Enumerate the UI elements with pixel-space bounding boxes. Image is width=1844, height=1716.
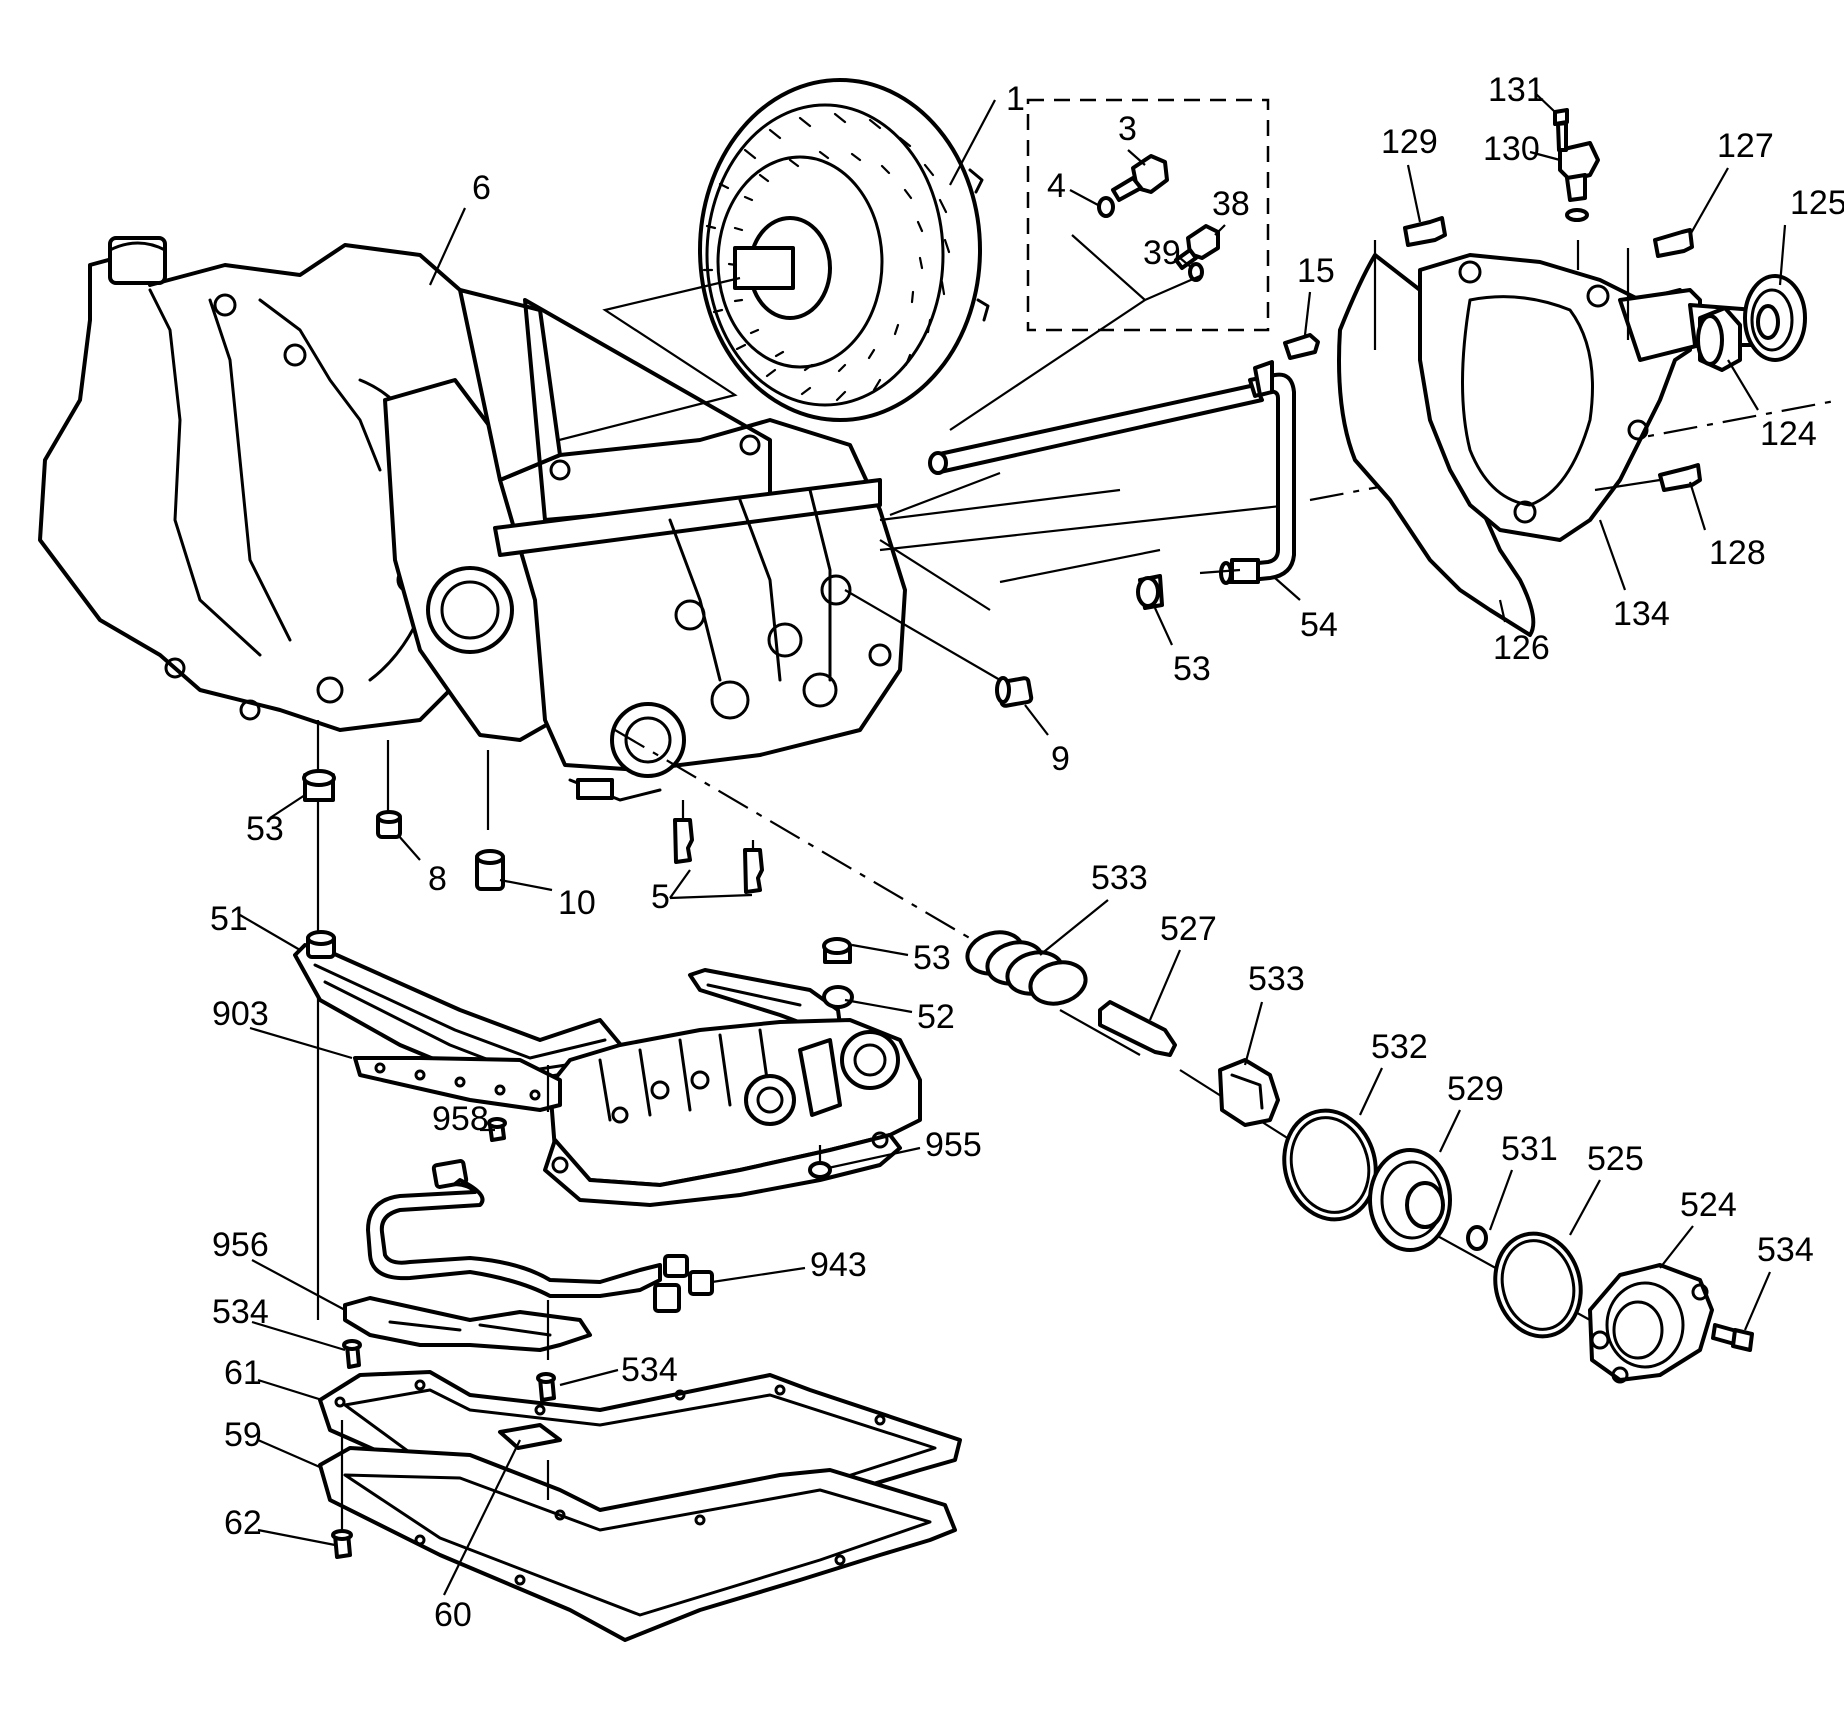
callout-524: 524: [1680, 1186, 1737, 1224]
bushing-124: [1696, 306, 1742, 372]
plug-53-left: [302, 769, 336, 802]
bolt-15: [1283, 333, 1320, 360]
callout-529: 529: [1447, 1070, 1504, 1108]
callout-134: 134: [1613, 595, 1670, 633]
servo-pin-527: [1098, 1000, 1177, 1057]
plate-956: [343, 1296, 592, 1352]
callout-955: 955: [925, 1126, 982, 1164]
magnet-60: [498, 1423, 562, 1450]
seal-ring-525: [1493, 1231, 1583, 1339]
servo-piston-533: [1218, 1058, 1280, 1127]
callout-51: 51: [210, 900, 248, 938]
callout-958: 958: [432, 1100, 489, 1138]
callout-128: 128: [1709, 534, 1766, 572]
bolt-131: [1553, 108, 1569, 152]
bolt-62: [331, 1529, 353, 1559]
callout-5: 5: [651, 878, 670, 916]
callout-61: 61: [224, 1354, 262, 1392]
bolt-129: [1403, 216, 1447, 247]
plug-8: [376, 810, 402, 839]
spacer-plate-903: [353, 1056, 562, 1112]
callout-6: 6: [472, 169, 491, 207]
callout-15: 15: [1297, 252, 1335, 290]
plug-10: [475, 849, 505, 891]
callout-53-filter: 53: [913, 939, 951, 977]
callout-129: 129: [1381, 123, 1438, 161]
callout-53-right: 53: [1173, 650, 1211, 688]
transmission-case: [38, 236, 907, 802]
oil-pan-59: [318, 1446, 957, 1642]
wiring-harness-943: [366, 1159, 714, 1313]
callout-534-center: 534: [621, 1351, 678, 1389]
callout-130: 130: [1483, 130, 1540, 168]
bolt-958: [487, 1117, 507, 1142]
callout-54: 54: [1300, 606, 1338, 644]
servo-cover-524: [1588, 1263, 1714, 1384]
callout-62: 62: [224, 1504, 262, 1542]
callout-125: 125: [1790, 184, 1844, 222]
callout-60: 60: [434, 1596, 472, 1634]
pressure-switch-5: [673, 800, 764, 894]
callout-1: 1: [1006, 80, 1025, 118]
callout-531: 531: [1501, 1130, 1558, 1168]
plug-9: [995, 676, 1034, 708]
callout-labels: 1 3 4 38 39 15 6 131 130 129 127 125 124…: [210, 71, 1844, 1634]
plug-53-right: [1136, 574, 1164, 610]
callout-943: 943: [810, 1246, 867, 1284]
bolt-127: [1653, 228, 1694, 258]
callout-4: 4: [1047, 167, 1066, 205]
callout-532: 532: [1371, 1028, 1428, 1066]
servo-piston-529: [1368, 1148, 1452, 1252]
callout-533-spring: 533: [1091, 859, 1148, 897]
callout-534-left: 534: [212, 1293, 269, 1331]
speed-sensor-130: [1558, 141, 1600, 222]
bolt-534-left: [342, 1339, 362, 1369]
torque-converter: [698, 78, 990, 422]
leader-lines: [239, 92, 1787, 1596]
callout-956: 956: [212, 1226, 269, 1264]
seal-53-filter: [822, 937, 852, 964]
callout-534-servo: 534: [1757, 1231, 1814, 1269]
callout-8: 8: [428, 860, 447, 898]
seal-ring-532: [1282, 1108, 1378, 1222]
callout-533-piston: 533: [1248, 960, 1305, 998]
callout-53-left: 53: [246, 810, 284, 848]
cooler-pipe-54: [928, 360, 1296, 585]
extension-housing-134: [1418, 240, 1767, 542]
callout-131: 131: [1488, 71, 1545, 109]
seal-ring-4: [1097, 196, 1115, 218]
callout-903: 903: [212, 995, 269, 1033]
bolt-955: [808, 1161, 832, 1179]
callout-59: 59: [224, 1416, 262, 1454]
sub-assembly-dashed-box: [1026, 98, 1270, 332]
callout-127: 127: [1717, 127, 1774, 165]
extension-gasket-126: [1337, 253, 1536, 637]
callout-527: 527: [1160, 910, 1217, 948]
callout-10: 10: [558, 884, 596, 922]
callout-124: 124: [1760, 415, 1817, 453]
snap-ring-531: [1466, 1225, 1488, 1251]
callout-525: 525: [1587, 1140, 1644, 1178]
callout-38: 38: [1212, 185, 1250, 223]
callout-9: 9: [1051, 740, 1070, 778]
callout-126: 126: [1493, 629, 1550, 667]
cooler-fitting-38: [1174, 224, 1220, 270]
callout-39: 39: [1143, 234, 1181, 272]
bolt-128: [1658, 463, 1702, 492]
callout-52: 52: [917, 998, 955, 1036]
seal-125: [1743, 274, 1807, 362]
bolt-534-servo: [1711, 1323, 1754, 1352]
spring-533: [965, 930, 1088, 1006]
control-valve-body: [543, 1018, 922, 1207]
bolt-534-center: [536, 1372, 556, 1402]
cooler-fitting-3: [1111, 154, 1169, 202]
callout-3: 3: [1118, 110, 1137, 148]
